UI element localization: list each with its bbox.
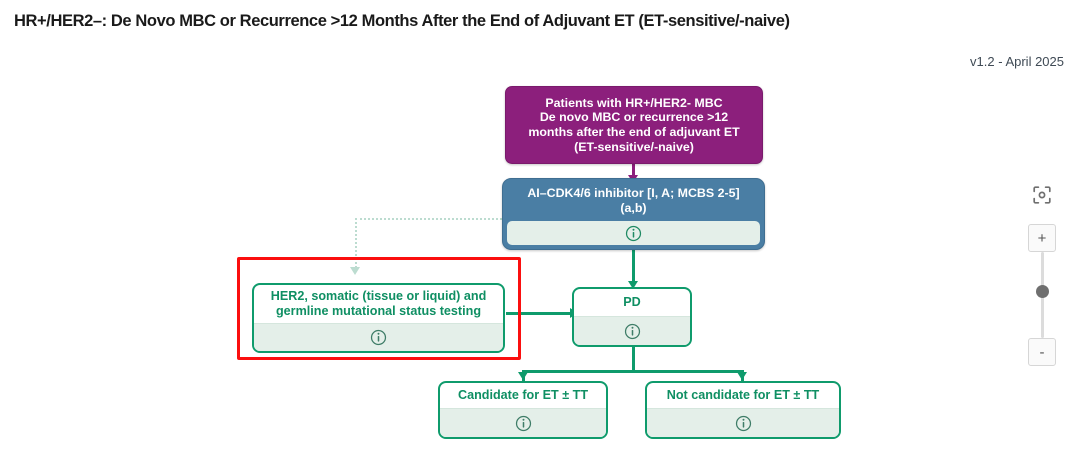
zoom-out-button[interactable]: -: [1028, 338, 1056, 366]
edge-ai-to-her2-horizontal: [355, 218, 510, 220]
zoom-slider-handle[interactable]: [1035, 285, 1049, 298]
info-icon[interactable]: [625, 225, 642, 242]
info-icon[interactable]: [624, 323, 641, 340]
edge-her2-to-pd: [506, 312, 572, 315]
node-her2-mutational-testing-label: HER2, somatic (tissue or liquid) and ger…: [270, 289, 487, 318]
node-candidate-for-et-tt-label: Candidate for ET ± TT: [457, 388, 589, 403]
node-ai-cdk46-inhibitor-info-bar[interactable]: [507, 221, 760, 245]
view-controls[interactable]: + -: [1022, 182, 1062, 366]
node-candidate-for-et-tt[interactable]: Candidate for ET ± TT: [438, 381, 608, 439]
node-not-candidate-for-et-tt[interactable]: Not candidate for ET ± TT: [645, 381, 841, 439]
node-ai-cdk46-inhibitor-label: AI–CDK4/6 inhibitor [I, A; MCBS 2-5] (a,…: [527, 186, 740, 215]
edge-patients-to-ai: [632, 164, 635, 177]
edge-ai-to-her2-arrow: [350, 267, 360, 275]
fit-view-button[interactable]: [1029, 182, 1055, 208]
edge-pd-bus: [522, 370, 743, 373]
version-label: v1.2 - April 2025: [970, 54, 1064, 69]
node-candidate-for-et-tt-info-bar[interactable]: [440, 408, 606, 437]
node-pd-label: PD: [623, 295, 641, 310]
info-icon[interactable]: [515, 415, 532, 432]
zoom-in-button[interactable]: +: [1028, 224, 1056, 252]
info-icon[interactable]: [370, 329, 387, 346]
zoom-slider[interactable]: [1028, 252, 1056, 338]
node-ai-cdk46-inhibitor[interactable]: AI–CDK4/6 inhibitor [I, A; MCBS 2-5] (a,…: [502, 178, 765, 250]
info-icon[interactable]: [735, 415, 752, 432]
diagram-canvas[interactable]: Patients with HR+/HER2- MBC De novo MBC …: [0, 78, 1080, 471]
edge-ai-to-her2-vertical: [355, 218, 357, 268]
node-pd[interactable]: PD: [572, 287, 692, 347]
edge-ai-to-pd-arrow: [627, 281, 638, 289]
page-title: HR+/HER2–: De Novo MBC or Recurrence >12…: [14, 12, 790, 30]
edge-pd-to-not-candidate-arrow: [736, 372, 747, 380]
edge-pd-to-candidate-arrow: [517, 372, 528, 380]
selection-highlight: [237, 257, 521, 360]
node-her2-mutational-testing-info-bar[interactable]: [254, 322, 503, 351]
fit-view-icon: [1033, 186, 1051, 204]
node-patients-label: Patients with HR+/HER2- MBC De novo MBC …: [528, 95, 740, 154]
edge-ai-to-pd: [632, 250, 635, 282]
edge-pd-stem: [632, 347, 635, 372]
node-pd-info-bar[interactable]: [574, 316, 690, 345]
node-her2-mutational-testing[interactable]: HER2, somatic (tissue or liquid) and ger…: [252, 283, 505, 353]
node-not-candidate-for-et-tt-label: Not candidate for ET ± TT: [666, 388, 820, 403]
node-not-candidate-for-et-tt-info-bar[interactable]: [647, 408, 839, 437]
node-patients[interactable]: Patients with HR+/HER2- MBC De novo MBC …: [505, 86, 763, 164]
